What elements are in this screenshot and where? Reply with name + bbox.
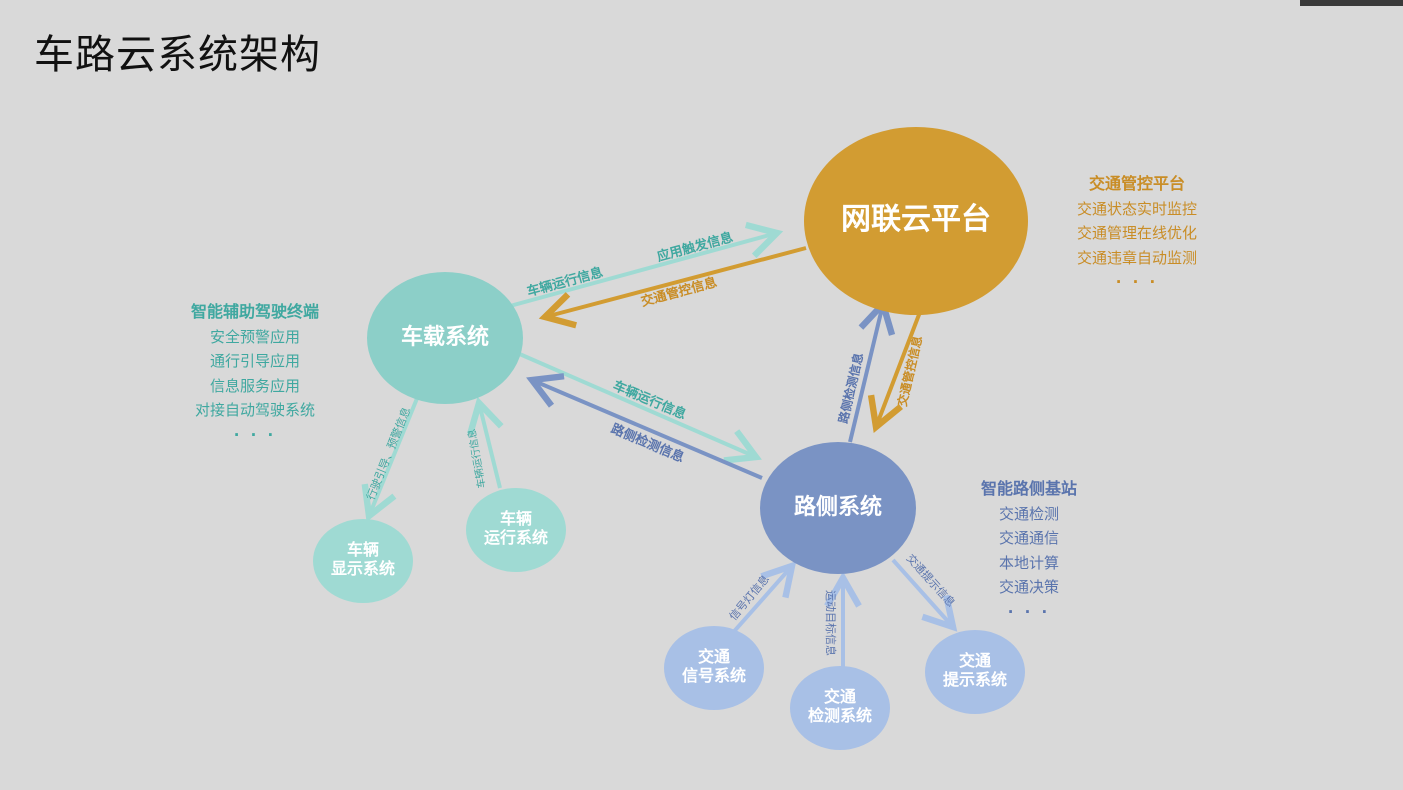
roadside-feature-item: 交通检测 xyxy=(998,504,1059,523)
vehicle-system-node xyxy=(367,272,523,404)
traffic-detect-line2: 检测系统 xyxy=(807,706,872,726)
roadside-feature-item: 交通通信 xyxy=(998,529,1059,547)
vehicle-running-line2: 运行系统 xyxy=(483,528,548,548)
arrow-roadside-to-vehicle xyxy=(526,373,763,480)
arrow-vehicle-to-display xyxy=(361,395,420,522)
vehicle-feature-item: 通行引导应用 xyxy=(209,352,300,370)
traffic-prompt-label: 交通 提示系统 xyxy=(925,651,1025,689)
roadside-feature-more: · · · xyxy=(1007,602,1051,621)
cloud-feature-heading: 交通管控平台 xyxy=(1088,174,1185,193)
roadside-feature-item: 本地计算 xyxy=(998,553,1059,572)
vehicle-display-node xyxy=(313,519,413,603)
arrow-roadside-to-cloud xyxy=(848,297,896,443)
traffic-detect-label: 交通 检测系统 xyxy=(790,687,890,725)
edge-label-veh-to-cloud-b: 应用触发信息 xyxy=(655,229,734,265)
cloud-feature-item: 交通状态实时监控 xyxy=(1076,199,1197,218)
cloud-feature-more: · · · xyxy=(1115,273,1159,291)
traffic-signal-line2: 信号系统 xyxy=(681,666,746,686)
vehicle-system-label: 车载系统 xyxy=(400,325,489,350)
arrow-cloud-to-roadside xyxy=(867,311,922,434)
vehicle-feature-heading: 智能辅助驾驶终端 xyxy=(190,302,319,321)
roadside-feature-heading: 智能路侧基站 xyxy=(980,479,1077,498)
traffic-signal-line1: 交通 xyxy=(697,647,730,666)
traffic-signal-label: 交通 信号系统 xyxy=(664,647,764,685)
vehicle-running-line1: 车辆 xyxy=(499,509,532,528)
traffic-prompt-node xyxy=(925,630,1025,714)
traffic-detect-line1: 交通 xyxy=(823,687,856,706)
page-title: 车路云系统架构 xyxy=(34,32,321,78)
roadside-system-node xyxy=(760,442,916,574)
vehicle-display-label: 车辆 显示系统 xyxy=(313,540,413,578)
cloud-feature-list: 交通管控平台 交通状态实时监控 交通管理在线优化 交通违章自动监测 · · · xyxy=(1050,172,1224,295)
vehicle-feature-item: 信息服务应用 xyxy=(209,376,300,395)
traffic-prompt-line1: 交通 xyxy=(958,651,991,670)
cloud-platform-label: 网联云平台 xyxy=(841,202,991,237)
roadside-feature-item: 交通决策 xyxy=(998,578,1059,596)
vehicle-running-label: 车辆 运行系统 xyxy=(466,509,566,547)
traffic-detect-node xyxy=(790,666,890,750)
vehicle-feature-more: · · · xyxy=(233,425,277,444)
roadside-system-label: 路侧系统 xyxy=(793,495,882,520)
arrow-roadside-to-prompt xyxy=(891,558,958,632)
arrow-cloud-to-vehicle xyxy=(538,246,807,329)
arrow-signal-to-roadside xyxy=(728,561,797,638)
edge-label-running-to-veh: 车辆运行信息 xyxy=(465,428,488,489)
edge-label-veh-to-display: 行驶引导、预警信息 xyxy=(363,405,413,502)
vehicle-display-line1: 车辆 xyxy=(346,540,379,559)
traffic-prompt-line2: 提示系统 xyxy=(942,670,1007,690)
traffic-signal-node xyxy=(664,626,764,710)
vehicle-running-node xyxy=(466,488,566,572)
vehicle-feature-list: 智能辅助驾驶终端 安全预警应用 通行引导应用 信息服务应用 对接自动驾驶系统 ·… xyxy=(160,300,350,447)
top-accent-bar xyxy=(1300,0,1403,6)
cloud-platform-node xyxy=(804,127,1028,315)
cloud-feature-item: 交通违章自动监测 xyxy=(1076,248,1197,267)
roadside-feature-list: 智能路侧基站 交通检测 交通通信 本地计算 交通决策 · · · xyxy=(950,477,1108,624)
vehicle-display-line2: 显示系统 xyxy=(330,559,395,579)
arrow-running-to-vehicle xyxy=(467,396,504,489)
edge-label-veh-to-cloud-a: 车辆运行信息 xyxy=(525,264,604,300)
vehicle-feature-item: 安全预警应用 xyxy=(209,327,300,346)
arrow-vehicle-to-roadside xyxy=(514,350,762,464)
edge-label-detect-to-road: 运动目标信息 xyxy=(824,590,838,656)
vehicle-feature-item: 对接自动驾驶系统 xyxy=(194,401,315,419)
cloud-feature-item: 交通管理在线优化 xyxy=(1076,224,1197,242)
